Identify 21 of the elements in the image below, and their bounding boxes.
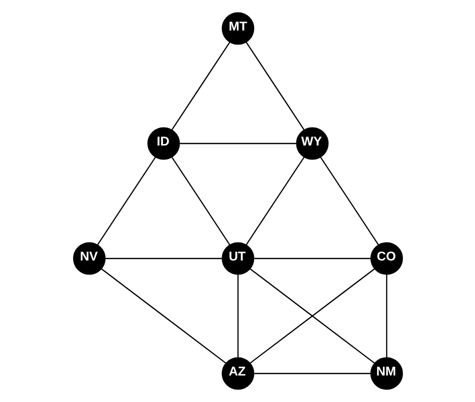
node-circle: ID	[146, 127, 180, 160]
node-circle: NM	[370, 357, 402, 390]
connector	[170, 156, 230, 246]
node-circle: WY	[296, 127, 328, 160]
node-circle: AZ	[221, 357, 254, 390]
connector	[179, 142, 296, 144]
connector	[386, 274, 387, 358]
connector	[236, 274, 238, 358]
connector	[100, 268, 226, 364]
connector	[320, 156, 378, 246]
connector	[104, 258, 222, 260]
connector	[254, 258, 370, 260]
node-circle: MT	[221, 12, 254, 45]
node-circle: UT	[221, 242, 254, 275]
connector	[245, 156, 304, 246]
connector	[170, 42, 230, 130]
node-circle: CO	[370, 242, 402, 275]
connector	[96, 156, 156, 246]
node-circle: NV	[72, 242, 106, 275]
connector	[254, 372, 370, 374]
connector	[245, 42, 304, 130]
